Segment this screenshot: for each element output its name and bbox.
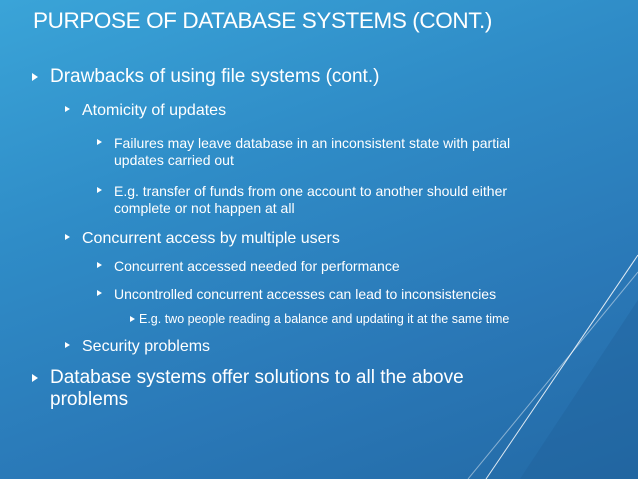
bullet-arrow-icon: [65, 234, 70, 240]
bullet-text: Drawbacks of using file systems (cont.): [50, 66, 380, 87]
bullet-text-continued: problems: [50, 389, 129, 410]
bullet-text: Security problems: [82, 338, 211, 355]
bullet-drawbacks: Drawbacks of using file systems (cont.): [0, 66, 638, 88]
bullet-security: Security problems: [0, 337, 638, 356]
bullet-arrow-icon: [97, 187, 102, 193]
slide-title: PURPOSE OF DATABASE SYSTEMS (CONT.): [33, 8, 492, 33]
bullet-text-continued: complete or not happen at all: [114, 200, 295, 216]
bullet-failures: Failures may leave database in an incons…: [0, 135, 638, 169]
bullet-text: Database systems offer solutions to all …: [50, 367, 464, 388]
bullet-text: Uncontrolled concurrent accesses can lea…: [114, 286, 497, 302]
bullet-balance-example: E.g. two people reading a balance and up…: [0, 312, 638, 327]
bullet-database-solutions: Database systems offer solutions to all …: [0, 367, 638, 411]
bullet-arrow-icon: [97, 290, 102, 296]
bullet-text: Concurrent access by multiple users: [82, 230, 340, 247]
bullet-text: Concurrent accessed needed for performan…: [114, 258, 400, 274]
bullet-arrow-icon: [32, 73, 38, 81]
bullet-list: Drawbacks of using file systems (cont.) …: [0, 66, 638, 411]
bullet-arrow-icon: [65, 106, 70, 112]
bullet-text: E.g. two people reading a balance and up…: [139, 312, 510, 326]
bullet-text-continued: updates carried out: [114, 152, 234, 168]
bullet-atomicity: Atomicity of updates: [0, 101, 638, 120]
bullet-concurrent-access: Concurrent access by multiple users: [0, 229, 638, 248]
bullet-arrow-icon: [97, 139, 102, 145]
bullet-arrow-icon: [130, 316, 135, 322]
bullet-text: E.g. transfer of funds from one account …: [114, 183, 508, 199]
bullet-transfer-example: E.g. transfer of funds from one account …: [0, 183, 638, 217]
bullet-arrow-icon: [97, 262, 102, 268]
bullet-arrow-icon: [32, 374, 38, 382]
bullet-text: Atomicity of updates: [82, 102, 227, 119]
bullet-text: Failures may leave database in an incons…: [114, 135, 511, 151]
bullet-arrow-icon: [65, 342, 70, 348]
bullet-performance: Concurrent accessed needed for performan…: [0, 258, 638, 275]
bullet-uncontrolled: Uncontrolled concurrent accesses can lea…: [0, 286, 638, 303]
